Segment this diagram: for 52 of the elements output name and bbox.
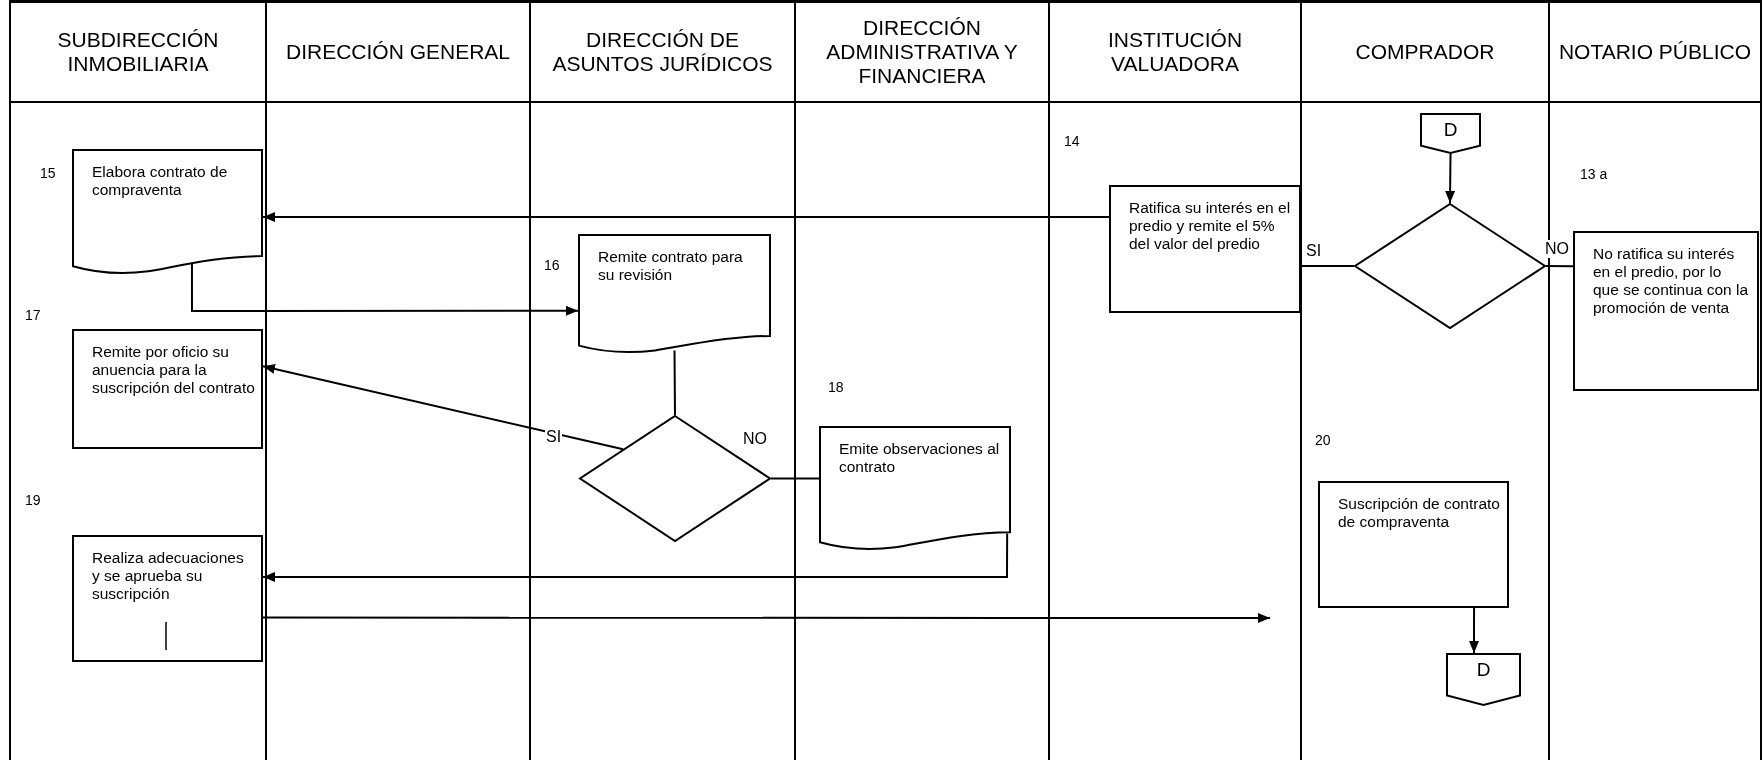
- off-page-connector: [1446, 653, 1521, 706]
- decision-diamond: [579, 415, 771, 542]
- step-text: Ratifica su interés en el predio y remite el 5% del valor del predio: [1129, 199, 1292, 253]
- step-text: D: [1442, 121, 1459, 139]
- step-number: 19: [25, 492, 41, 508]
- step-number: 13 a: [1580, 166, 1608, 182]
- step-number: 14: [1064, 133, 1080, 149]
- step-text: Emite observaciones al contrato: [839, 440, 1001, 476]
- decision-diamond: [1354, 203, 1546, 329]
- lane-title: DIRECCIÓN ADMINISTRATIVA Y FINANCIERA: [825, 16, 1019, 88]
- lane-header-cell: [529, 0, 796, 103]
- lane-header-cell: [1048, 0, 1302, 103]
- step-text: Suscripción de contrato de compraventa: [1338, 495, 1501, 531]
- off-page-connector: [1420, 113, 1481, 154]
- step-number: 16: [544, 257, 560, 273]
- connector-arrow: [190, 262, 579, 316]
- lane-header-cell: [9, 0, 267, 103]
- document-shape: [72, 149, 263, 275]
- process-box: [1318, 481, 1509, 608]
- connector-arrow: [262, 364, 625, 451]
- connector-arrow: [262, 532, 1009, 582]
- lane-title: DIRECCIÓN DE ASUNTOS JURÍDICOS: [551, 28, 774, 76]
- step-text: Realiza adecuaciones y se aprueba su suscripción: [92, 549, 245, 603]
- step-text: Remite contrato para su revisión: [598, 248, 744, 284]
- step-number: 17: [25, 307, 41, 323]
- lane-header-cell: [1548, 0, 1762, 103]
- step-text: Elabora contrato de compraventa: [92, 163, 229, 199]
- lane-header-cell: [794, 0, 1050, 103]
- process-box: [72, 329, 263, 449]
- step-number: 20: [1315, 432, 1331, 448]
- step-text: D: [1475, 661, 1492, 679]
- edge-label: NO: [1544, 240, 1570, 258]
- step-number: 18: [828, 379, 844, 395]
- lane-title: SUBDIRECCIÓN INMOBILIARIA: [56, 28, 220, 76]
- lane-title: NOTARIO PÚBLICO: [1557, 40, 1753, 64]
- step-text: No ratifica su interés en el predio, por lo que se continua con la promoción de venta: [1593, 245, 1750, 317]
- process-box: [72, 535, 263, 662]
- connector-arrow: [262, 212, 1110, 223]
- lane-title: INSTITUCIÓN VALUADORA: [1106, 28, 1244, 76]
- lane-title: DIRECCIÓN GENERAL: [284, 40, 511, 64]
- process-box: [1573, 231, 1759, 391]
- connector-arrow: [262, 613, 1271, 623]
- connector-arrow: [1469, 607, 1479, 654]
- lane-header-cell: [265, 0, 531, 103]
- step-number: 15: [40, 165, 56, 181]
- lane-title: COMPRADOR: [1354, 40, 1496, 64]
- document-shape: [819, 426, 1011, 551]
- step-text: Remite por oficio su anuencia para la suscripción del contrato: [92, 343, 255, 397]
- document-shape: [578, 234, 771, 354]
- connector-arrow: [1445, 153, 1456, 204]
- process-box: [1109, 185, 1301, 313]
- lane-header-cell: [1300, 0, 1550, 103]
